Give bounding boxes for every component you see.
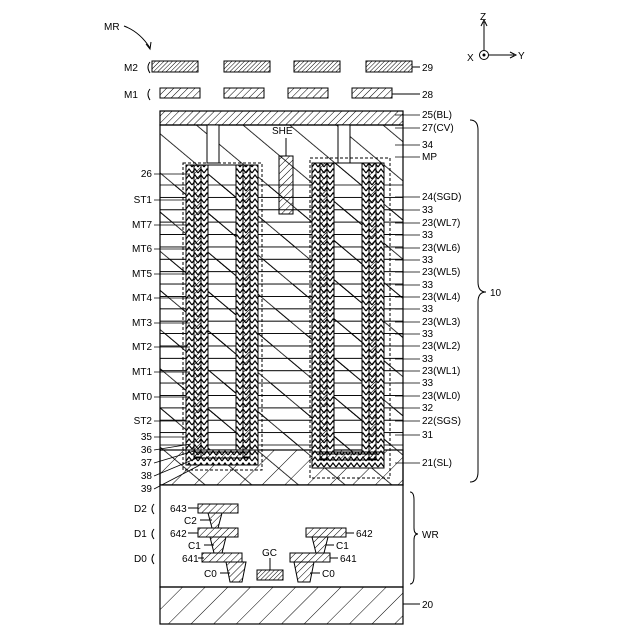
- layer-label: 33: [422, 205, 434, 216]
- memory-array: SHE: [160, 111, 403, 485]
- layer-label: 33: [422, 329, 434, 340]
- transistor-label: MT3: [132, 318, 152, 329]
- transistor-label: ST1: [134, 195, 153, 206]
- pillar-film-label: 35: [141, 432, 153, 443]
- memory-array-brace: 10: [470, 120, 502, 482]
- wr-label: WR: [422, 530, 439, 541]
- mr-header: MR: [104, 22, 151, 49]
- layer-label: 23(WL4): [422, 292, 460, 303]
- contact-cv-right: [338, 125, 350, 163]
- wiring-region: WR D2 D1 D0 643 C2 642 C1 641 C0 GC: [134, 485, 439, 587]
- layer-label: 33: [422, 280, 434, 291]
- memory-pillar-left: [183, 163, 262, 470]
- layer-label: 25(BL): [422, 110, 452, 121]
- axis-x-label: X: [467, 53, 474, 64]
- she-label: SHE: [272, 126, 293, 137]
- gate-contact: [257, 570, 283, 580]
- metal-layer-m2: M2 29: [124, 61, 434, 74]
- layer-label: MP: [422, 152, 437, 163]
- axis-z-label: Z: [480, 12, 486, 23]
- pillar-film-label: 37: [141, 458, 153, 469]
- transistor-label: MT6: [132, 244, 152, 255]
- transistor-label: MT5: [132, 269, 152, 280]
- layer-label: 21(SL): [422, 458, 452, 469]
- contact-642-left-label: 642: [170, 529, 187, 540]
- transistor-label: MT4: [132, 293, 152, 304]
- m2-label: M2: [124, 63, 138, 74]
- contact-c2-label: C2: [184, 516, 197, 527]
- contact-643-label: 643: [170, 504, 187, 515]
- layer-label: 23(WL3): [422, 317, 460, 328]
- metal-layer-m1: M1 28: [124, 88, 434, 101]
- bit-line-bl: [160, 111, 403, 125]
- level-d1-label: D1: [134, 529, 147, 540]
- transistor-label: MT2: [132, 342, 152, 353]
- layer-label: 23(WL1): [422, 366, 460, 377]
- layer-label: 23(WL2): [422, 341, 460, 352]
- axis-y-label: Y: [518, 51, 525, 62]
- she-slit: [279, 156, 293, 214]
- contact-c1-left-label: C1: [188, 541, 201, 552]
- contact-642-right-label: 642: [356, 529, 373, 540]
- layer-label: 23(WL0): [422, 391, 460, 402]
- transistor-label: MT7: [132, 220, 152, 231]
- axis-indicator: Z X Y: [467, 12, 525, 64]
- layer-label: 33: [422, 378, 434, 389]
- layer-label: 23(WL5): [422, 267, 460, 278]
- layer-label: 23(WL6): [422, 243, 460, 254]
- layer-label: 32: [422, 403, 434, 414]
- pillar-film-label: 38: [141, 471, 153, 482]
- layer-label: 24(SGD): [422, 192, 461, 203]
- contact-641-right-label: 641: [340, 554, 357, 565]
- layer-label: 33: [422, 255, 434, 266]
- substrate: 20: [160, 587, 434, 624]
- memory-array-ref: 10: [490, 288, 502, 299]
- contact-c0-left-label: C0: [204, 569, 217, 580]
- layer-label: 33: [422, 230, 434, 241]
- substrate-ref: 20: [422, 600, 434, 611]
- level-d0-label: D0: [134, 554, 147, 565]
- transistor-label: MT0: [132, 392, 152, 403]
- contact-641-left-label: 641: [182, 554, 199, 565]
- pillar-film-label: 36: [141, 445, 153, 456]
- m1-ref: 28: [422, 90, 434, 101]
- level-d2-label: D2: [134, 504, 147, 515]
- ref-26-label: 26: [141, 169, 153, 180]
- contact-c1-right-label: C1: [336, 541, 349, 552]
- layer-label: 27(CV): [422, 123, 454, 134]
- layer-label: 31: [422, 430, 434, 441]
- layer-label: 33: [422, 354, 434, 365]
- contact-c0-right-label: C0: [322, 569, 335, 580]
- transistor-label: MT1: [132, 367, 152, 378]
- layer-label: 23(WL7): [422, 218, 460, 229]
- transistor-label: ST2: [134, 416, 153, 427]
- gc-label: GC: [262, 548, 277, 559]
- layer-label: 33: [422, 304, 434, 315]
- mr-label: MR: [104, 22, 120, 33]
- pillar-film-label: 39: [141, 484, 153, 495]
- contact-cv-left: [207, 125, 219, 163]
- right-layer-labels: 25(BL)27(CV)34MP24(SGD)3323(WL7)3323(WL6…: [395, 110, 461, 469]
- layer-label: 34: [422, 140, 434, 151]
- memory-pillar-right: [310, 158, 390, 478]
- layer-label: 22(SGS): [422, 416, 461, 427]
- m2-ref: 29: [422, 63, 434, 74]
- m1-label: M1: [124, 90, 138, 101]
